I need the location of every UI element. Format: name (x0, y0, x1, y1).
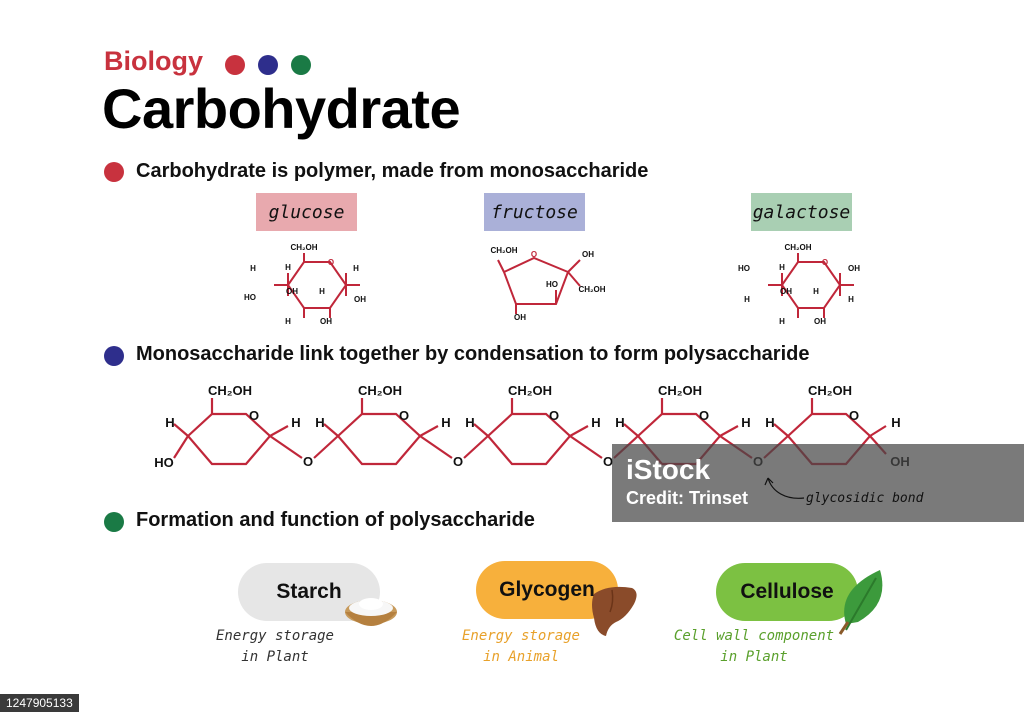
svg-text:H: H (465, 415, 474, 430)
svg-text:CH₂OH: CH₂OH (358, 383, 402, 398)
watermark-overlay: iStock Credit: Trinset (612, 444, 1024, 522)
svg-text:OH: OH (286, 287, 298, 296)
red-dot-icon (225, 55, 245, 75)
section-3-heading: Formation and function of polysaccharide (136, 509, 535, 531)
glycogen-caption: Energy storage in Animal (461, 628, 580, 665)
svg-text:OH: OH (780, 287, 792, 296)
section-3-bullet-icon (104, 512, 124, 532)
flour-bowl-icon (345, 598, 397, 626)
svg-text:CH₂OH: CH₂OH (808, 383, 852, 398)
glycosidic-bond-arrow-icon (764, 477, 805, 499)
svg-text:OH: OH (354, 295, 366, 304)
svg-text:OH: OH (514, 313, 526, 322)
svg-text:CH₂OH: CH₂OH (490, 246, 517, 255)
svg-text:O: O (303, 454, 313, 469)
svg-text:H: H (615, 415, 624, 430)
svg-text:H: H (813, 287, 819, 296)
subject-label: Biology (104, 46, 203, 76)
stock-id-badge: 1247905133 (0, 694, 79, 712)
svg-text:HO: HO (738, 264, 750, 273)
cellulose-pill: Cellulose (716, 563, 858, 621)
svg-text:H: H (441, 415, 450, 430)
page-title: Carbohydrate (102, 77, 461, 140)
watermark-credit: Credit: Trinset (626, 488, 749, 508)
blue-dot-icon (258, 55, 278, 75)
svg-text:O: O (549, 408, 559, 423)
svg-text:CH₂OH: CH₂OH (508, 383, 552, 398)
svg-text:O: O (603, 454, 613, 469)
section-1-bullet-icon (104, 162, 124, 182)
cellulose-label: Cellulose (740, 580, 834, 603)
svg-text:H: H (353, 264, 359, 273)
svg-text:H: H (250, 264, 256, 273)
svg-text:H: H (741, 415, 750, 430)
glycogen-label: Glycogen (499, 578, 595, 601)
starch-caption: Energy storage in Plant (215, 628, 334, 665)
glucose-structure: CH₂OH O H H H HO OH H OH H OH (244, 243, 366, 326)
watermark-logo: iStock (626, 454, 711, 485)
svg-text:O: O (531, 250, 537, 259)
fructose-structure: CH₂OH O OH CH₂OH HO OH (490, 246, 605, 322)
svg-text:O: O (328, 258, 334, 267)
svg-text:CH₂OH: CH₂OH (208, 383, 252, 398)
svg-text:H: H (165, 415, 174, 430)
svg-text:HO: HO (154, 455, 174, 470)
svg-text:H: H (744, 295, 750, 304)
svg-text:O: O (849, 408, 859, 423)
section-2-heading: Monosaccharide link together by condensa… (136, 343, 810, 365)
svg-text:O: O (453, 454, 463, 469)
svg-text:CH₂OH: CH₂OH (784, 243, 811, 252)
svg-text:H: H (891, 415, 900, 430)
glycosidic-bond-label: glycosidic bond (806, 491, 924, 506)
svg-text:H: H (848, 295, 854, 304)
svg-text:H: H (291, 415, 300, 430)
svg-text:HO: HO (546, 280, 558, 289)
svg-text:H: H (285, 317, 291, 326)
starch-pill: Starch (238, 563, 380, 621)
svg-text:OH: OH (320, 317, 332, 326)
svg-text:CH₂OH: CH₂OH (578, 285, 605, 294)
svg-text:O: O (399, 408, 409, 423)
svg-text:O: O (822, 258, 828, 267)
svg-text:H: H (285, 263, 291, 272)
svg-text:OH: OH (814, 317, 826, 326)
svg-text:OH: OH (582, 250, 594, 259)
svg-text:H: H (779, 263, 785, 272)
svg-text:H: H (319, 287, 325, 296)
liver-icon (592, 586, 637, 636)
svg-text:H: H (779, 317, 785, 326)
svg-text:OH: OH (848, 264, 860, 273)
cellulose-caption: Cell wall component in Plant (673, 628, 835, 665)
svg-text:HO: HO (244, 293, 256, 302)
svg-text:H: H (315, 415, 324, 430)
svg-text:O: O (249, 408, 259, 423)
section-2-bullet-icon (104, 346, 124, 366)
svg-text:H: H (765, 415, 774, 430)
glucose-label: glucose (256, 193, 357, 231)
galactose-label: galactose (751, 193, 852, 231)
svg-text:CH₂OH: CH₂OH (658, 383, 702, 398)
svg-text:O: O (699, 408, 709, 423)
leaf-icon (838, 570, 883, 635)
starch-label: Starch (276, 580, 342, 603)
galactose-structure: CH₂OH O HO H OH H OH H H H OH (738, 243, 860, 326)
svg-text:CH₂OH: CH₂OH (290, 243, 317, 252)
svg-text:H: H (591, 415, 600, 430)
fructose-label: fructose (484, 193, 585, 231)
section-1-heading: Carbohydrate is polymer, made from monos… (136, 160, 649, 182)
green-dot-icon (291, 55, 311, 75)
